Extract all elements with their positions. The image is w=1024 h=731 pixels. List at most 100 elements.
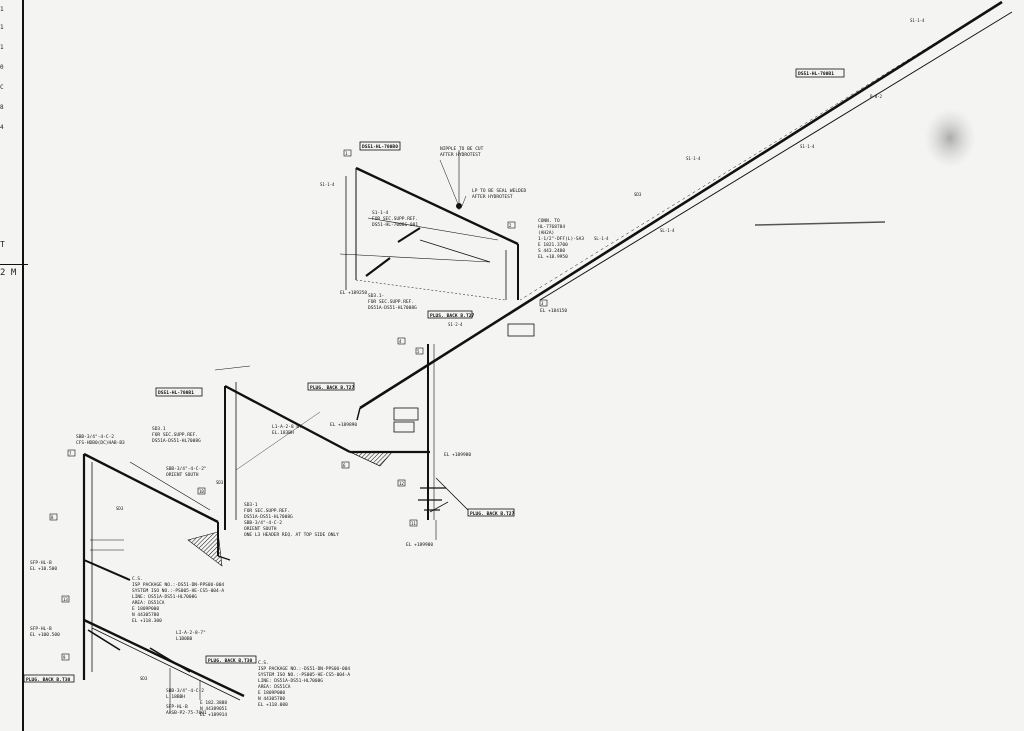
svg-text:E 1809P000: E 1809P000 — [132, 606, 159, 612]
svg-text:HL-7768784: HL-7768784 — [538, 224, 565, 230]
svg-text:EL +18.9950: EL +18.9950 — [538, 254, 568, 260]
svg-text:ARSB-P2-75-7001: ARSB-P2-75-7001 — [166, 710, 207, 716]
support-tags: S1-1-4 P-8-2 S1-1-4 S1-1-4 SL-1-4 SL-1-4… — [116, 18, 925, 681]
svg-text:SL-1-4: SL-1-4 — [594, 236, 609, 241]
svg-text:DS51A-DS51-HL7008G: DS51A-DS51-HL7008G — [368, 305, 417, 311]
svg-text:12: 12 — [399, 481, 404, 486]
svg-text:5: 5 — [417, 349, 420, 354]
svg-text:EL +100.500: EL +100.500 — [30, 632, 60, 638]
svg-text:EL +10.500: EL +10.500 — [30, 566, 57, 572]
svg-text:1: 1 — [345, 151, 348, 156]
svg-text:EL +189890: EL +189890 — [330, 422, 357, 428]
margin-mark: 1 — [0, 24, 4, 31]
margin-mark: 8 — [0, 104, 4, 111]
margin-label: 2 M — [0, 268, 17, 278]
svg-text:10: 10 — [199, 489, 204, 494]
svg-text:FOR SEC.SUPP.REF.: FOR SEC.SUPP.REF. — [368, 299, 414, 305]
continuation-box: PLUG. BACK B.T27 — [470, 511, 514, 517]
svg-text:AREA: DS51CA: AREA: DS51CA — [132, 600, 165, 606]
svg-text:L1-A-2-8 BT: L1-A-2-8 BT — [272, 424, 302, 430]
svg-text:C.S.: C.S. — [258, 660, 269, 666]
drawing-ref-mid-left: DS51-HL-700B1 — [158, 390, 194, 396]
svg-text:EL +189914: EL +189914 — [200, 712, 227, 718]
sheet-border-left — [22, 0, 24, 731]
svg-text:SYSTEM ISO NO.:-PS005-HE-CS5-0: SYSTEM ISO NO.:-PS005-HE-CS5-004-A — [258, 672, 350, 678]
svg-text:ORIENT SOUTH: ORIENT SOUTH — [166, 472, 199, 478]
svg-text:EL +189250: EL +189250 — [340, 290, 367, 296]
continuation-box-frames — [23, 310, 535, 683]
svg-text:8: 8 — [51, 515, 54, 520]
note-dimension: LI-A-2-8-7" L1B0B0 — [176, 630, 206, 642]
svg-text:7: 7 — [69, 451, 72, 456]
svg-text:SD3.1: SD3.1 — [152, 426, 166, 432]
continuation-box: PLUG. BACK B.T27 — [310, 385, 354, 391]
margin-mark: C — [0, 84, 4, 91]
svg-text:E 1809P000: E 1809P000 — [258, 690, 285, 696]
continuation-box: PLUG. BACK B.T30 — [26, 677, 70, 683]
note-hydrotest: NIPPLE TO BE CUT AFTER HYDROTEST — [440, 146, 484, 158]
middle-pipe-section — [214, 344, 471, 540]
svg-text:DS51-HL-7008G-001: DS51-HL-7008G-001 — [372, 222, 418, 228]
svg-text:SYSTEM ISO NO.:-PS005-HE-CS5-0: SYSTEM ISO NO.:-PS005-HE-CS5-004-A — [132, 588, 224, 594]
svg-text:S 443.2480: S 443.2480 — [538, 248, 565, 254]
svg-text:L.18BBH: L.18BBH — [166, 694, 185, 700]
note-bottom-tags: SBB-3/4"-4-C-2 L.18BBH SFP-HL-B ARSB-P2-… — [166, 688, 227, 718]
svg-text:SBB-3/4"-4-C-2: SBB-3/4"-4-C-2 — [244, 520, 282, 526]
note-dimension: L1-A-2-8 BT EL.183BH — [272, 424, 302, 436]
svg-text:S1-2-4: S1-2-4 — [448, 322, 463, 327]
svg-text:EL +189980: EL +189980 — [406, 542, 433, 548]
margin-mark: 0 — [0, 64, 4, 71]
smudge-mark — [924, 108, 976, 168]
upper-pipe-loop — [339, 150, 519, 301]
svg-text:SBB-3/4"-4-C-2": SBB-3/4"-4-C-2" — [166, 466, 207, 472]
svg-text:SD3: SD3 — [116, 506, 124, 511]
svg-text:SFP-HL-B: SFP-HL-B — [30, 560, 52, 566]
svg-text:CONN. TO: CONN. TO — [538, 218, 560, 224]
svg-text:AFTER HYDROTEST: AFTER HYDROTEST — [472, 194, 513, 200]
svg-text:2: 2 — [509, 223, 512, 228]
svg-text:FOR SEC.SUPP.REF.: FOR SEC.SUPP.REF. — [244, 508, 290, 514]
svg-text:N 44305780: N 44305780 — [132, 612, 159, 618]
note-orient: SBB-3/4"-4-C-2" ORIENT SOUTH — [166, 466, 207, 478]
sheet-border-tick — [0, 264, 28, 265]
item-number-bubbles — [49, 149, 548, 661]
note-connection: CONN. TO HL-7768784 (AH2A) 1-1/2"-DFF(L)… — [538, 218, 584, 260]
svg-text:ONE L3 HEADER REQ. AT TOP SIDE: ONE L3 HEADER REQ. AT TOP SIDE ONLY — [244, 532, 339, 538]
drawing-ref-boxes — [155, 68, 845, 397]
svg-text:LP TO BE SEAL WELDED: LP TO BE SEAL WELDED — [472, 188, 526, 194]
svg-text:S1-1-4: S1-1-4 — [320, 182, 335, 187]
svg-text:S1-1-4: S1-1-4 — [800, 144, 815, 149]
svg-text:AFTER HYDROTEST: AFTER HYDROTEST — [440, 152, 481, 158]
svg-text:S1-1-4: S1-1-4 — [910, 18, 925, 23]
drawing-ref-top-right: DS51-HL-700B1 — [798, 71, 834, 77]
drawing-ref-upper-loop: DS51-HL-700B0 — [362, 144, 398, 150]
svg-text:N 44305780: N 44305780 — [258, 696, 285, 702]
svg-text:1-1/2"-DFF(L)-SA3: 1-1/2"-DFF(L)-SA3 — [538, 236, 584, 242]
svg-text:SD3.1-: SD3.1- — [368, 293, 384, 299]
note-seal-weld: LP TO BE SEAL WELDED AFTER HYDROTEST — [472, 188, 526, 200]
note-field-weld: SD3.1- FOR SEC.SUPP.REF. DS51A-DS51-HL70… — [368, 293, 417, 311]
svg-text:SD3: SD3 — [140, 676, 148, 681]
lower-left-pipe-section — [82, 452, 245, 710]
note-sec-supp: SD3.1 FOR SEC.SUPP.REF. DS51A-DS51-HL700… — [152, 426, 201, 444]
svg-text:13: 13 — [63, 597, 68, 602]
svg-text:LINE: DS51A-DS51-HL7008G: LINE: DS51A-DS51-HL7008G — [258, 678, 323, 684]
svg-text:LI-A-2-8-7": LI-A-2-8-7" — [176, 630, 206, 636]
margin-mark: 4 — [0, 124, 4, 131]
note-package: C.S. ISP PACKAGE NO.:-DS51-DN-PPS0U-004 … — [132, 576, 224, 624]
svg-text:11: 11 — [411, 521, 416, 526]
svg-text:SFP-HL-B: SFP-HL-B — [30, 626, 52, 632]
margin-label: T — [0, 240, 5, 249]
svg-text:9: 9 — [63, 655, 66, 660]
note-orient-detail: SD3-1 FOR SEC.SUPP.REF. DS51A-DS51-HL700… — [244, 502, 339, 538]
main-header-pipe — [356, 0, 1013, 421]
svg-text:ISP PACKAGE NO.:-DS51-DN-PPS0U: ISP PACKAGE NO.:-DS51-DN-PPS0U-004 — [132, 582, 224, 588]
svg-text:EL +118.000: EL +118.000 — [258, 702, 288, 708]
stray-line — [754, 221, 886, 226]
item-numbers: 1 2 3 4 5 6 7 8 9 10 11 12 13 — [51, 151, 544, 660]
svg-text:EL.183BH: EL.183BH — [272, 430, 294, 436]
svg-text:N 44389051: N 44389051 — [200, 706, 227, 712]
svg-text:FOR SEC.SUPP.REF.: FOR SEC.SUPP.REF. — [372, 216, 418, 222]
